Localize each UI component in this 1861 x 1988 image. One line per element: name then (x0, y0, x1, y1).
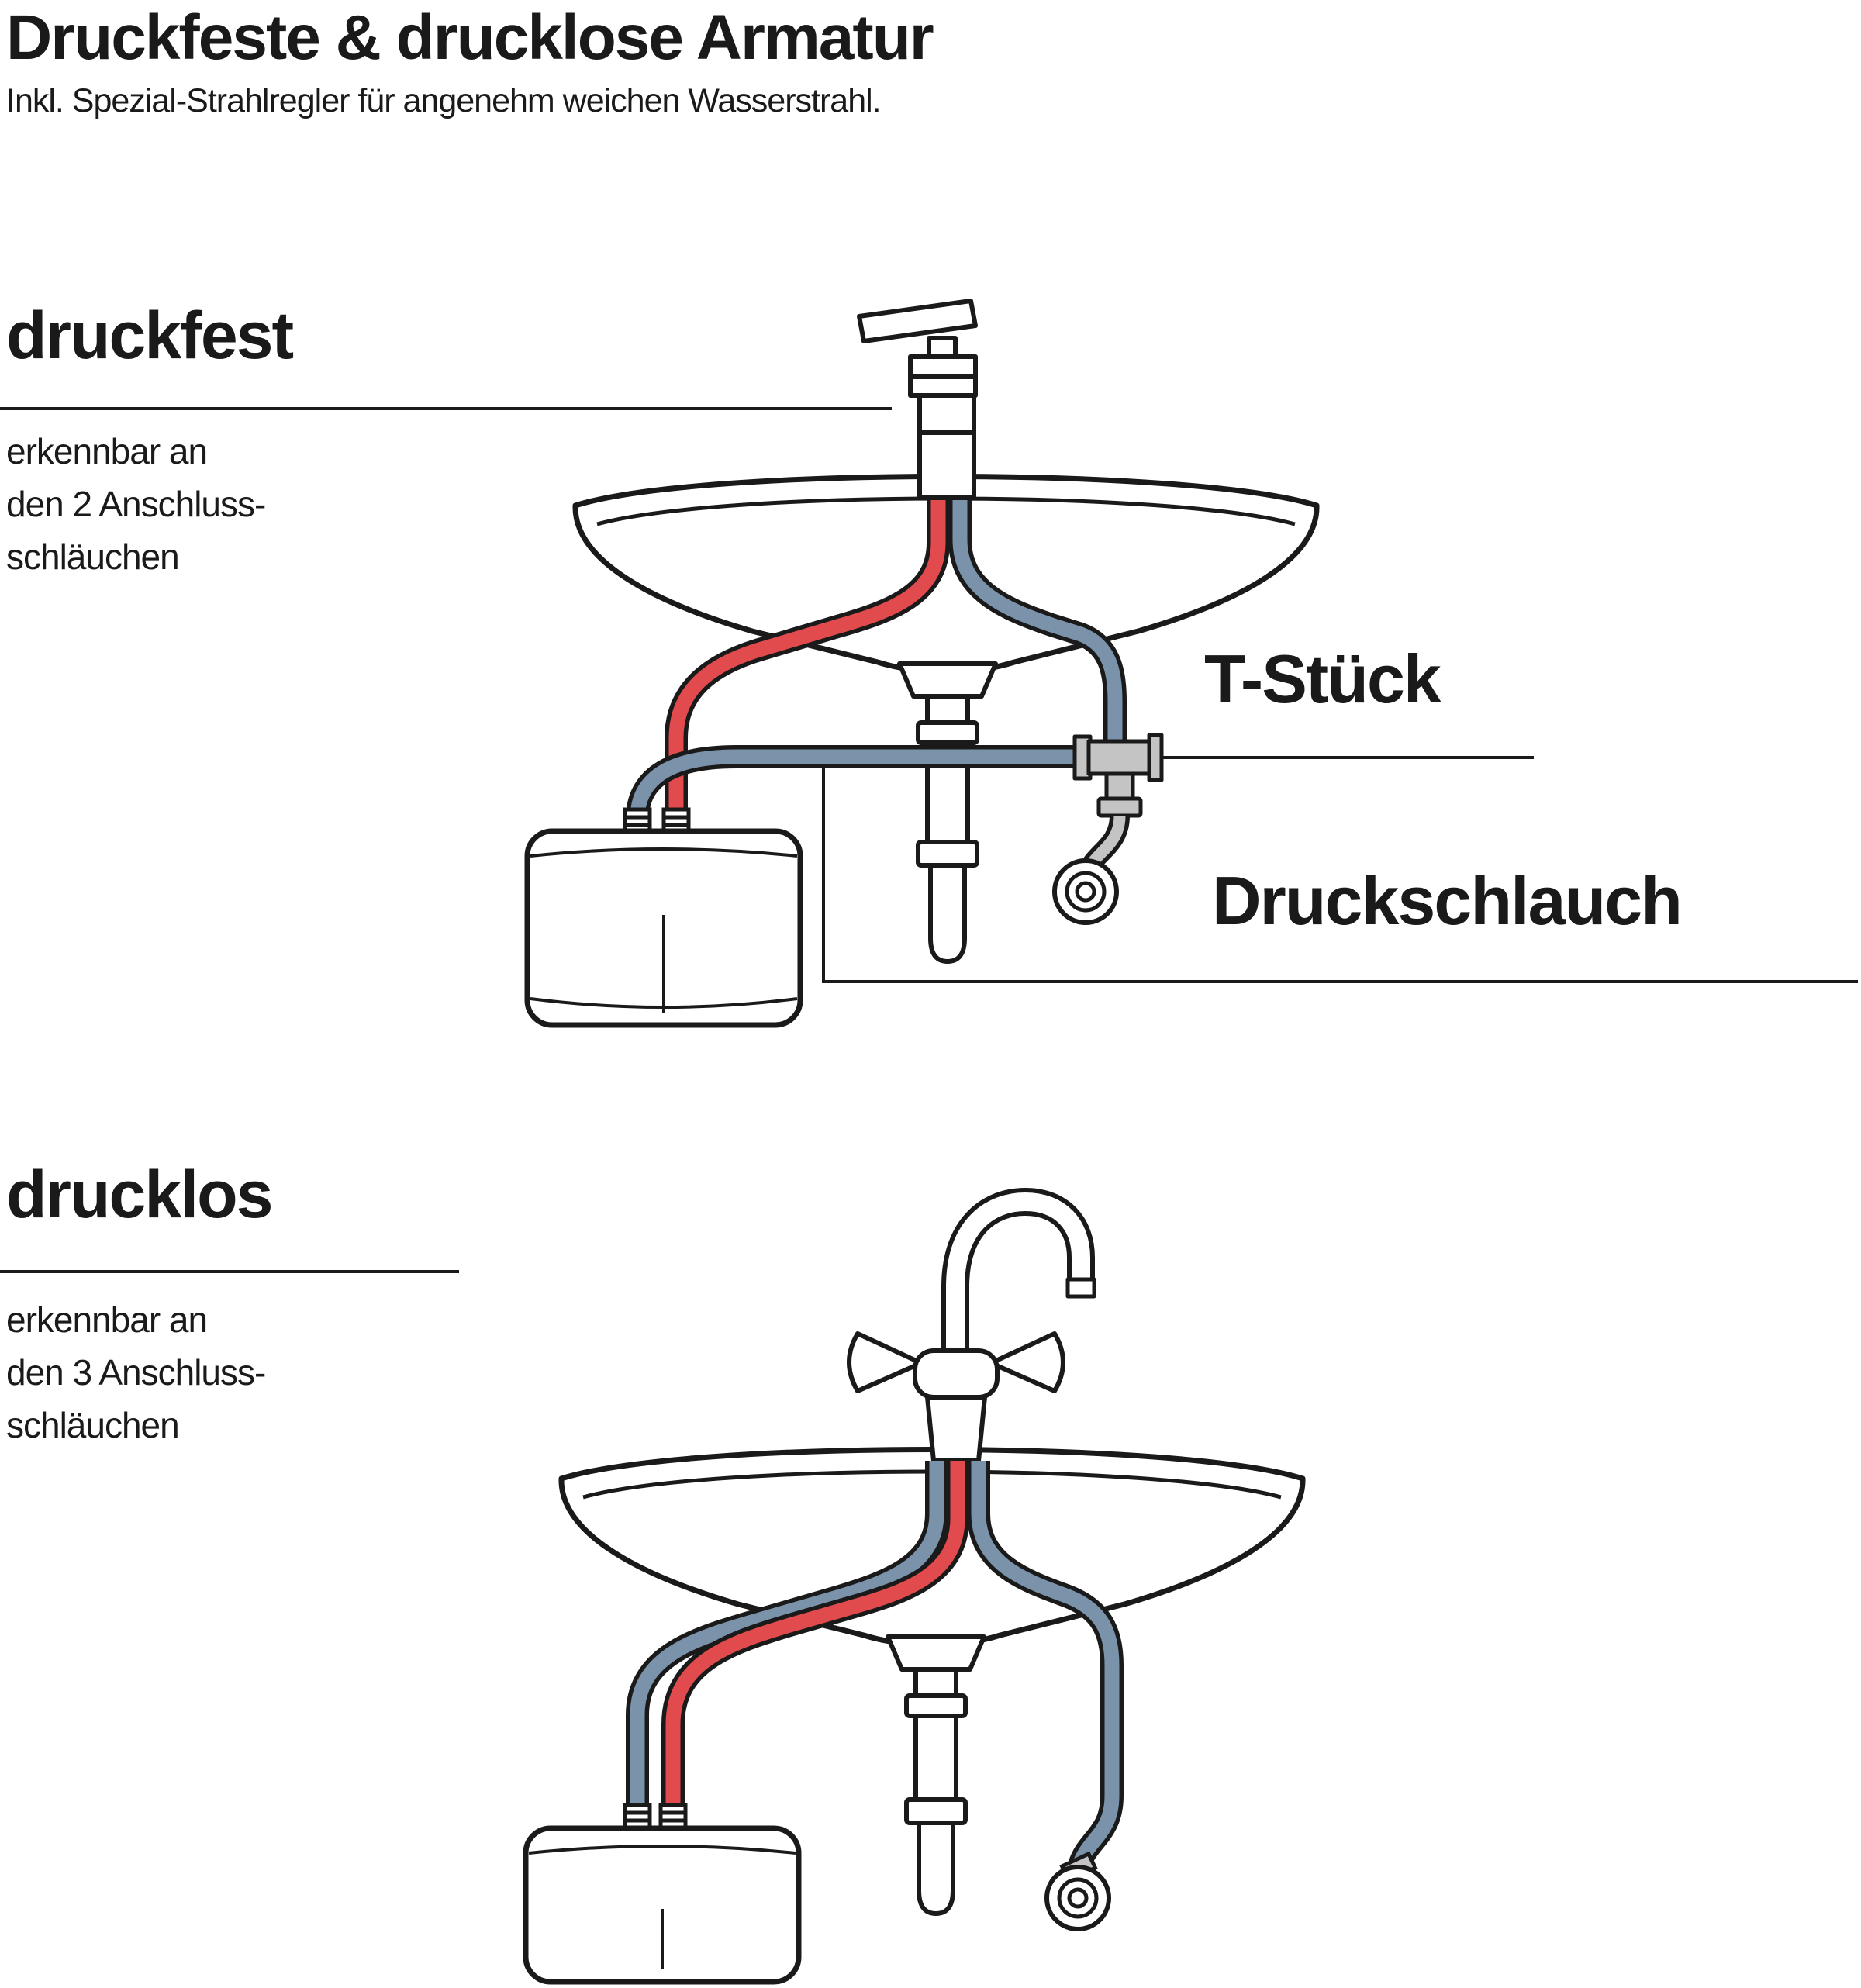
heater-nipple (658, 1803, 688, 1831)
section-heading-druckfest: druckfest (6, 299, 294, 373)
pipe-coupling (904, 1693, 968, 1718)
wall-connection-1 (1052, 858, 1119, 925)
heater-top-seam (530, 847, 798, 858)
description-line: erkennbar an (6, 431, 208, 471)
pipe-coupling (904, 1797, 968, 1825)
tee-nut (1096, 796, 1143, 818)
pipe-segment (913, 1667, 958, 1698)
pipe-segment (925, 694, 970, 725)
supply-hose (971, 1461, 1120, 1869)
diagram-druckfest (524, 299, 1320, 1028)
tee-end-cap (1147, 733, 1164, 782)
heater-top-seam (528, 1845, 796, 1855)
hot-water-hose (668, 434, 946, 819)
basin-outline (572, 474, 1320, 675)
druckfest-description: erkennbar an den 2 Anschluss- schläuchen (6, 425, 266, 583)
pipe-segment (913, 1714, 958, 1802)
pressure-hose (630, 749, 1096, 820)
handle-left (847, 1331, 924, 1393)
pressure-hose-outline (626, 745, 1096, 820)
drain-trap-2 (886, 1634, 986, 1916)
description-line: den 2 Anschluss- (6, 484, 266, 524)
pipe-coupling (916, 840, 979, 868)
annotation-lines (0, 407, 1858, 1273)
t-piece-fitting (1072, 733, 1164, 818)
hot-hose (665, 1461, 965, 1814)
wall-flange-inner (1075, 881, 1096, 903)
faucet-base (917, 393, 976, 500)
drain-trap-1 (897, 661, 998, 964)
faucet-body (913, 1348, 1000, 1400)
heater-connections-2 (623, 1803, 688, 1831)
cold-water-hose (952, 434, 1123, 751)
cold-hose-left (630, 1461, 944, 1814)
water-heater-2 (523, 1825, 802, 1985)
pipe-coupling (916, 720, 979, 745)
label-t-stueck: T-Stück (1204, 640, 1441, 717)
description-line: den 3 Anschluss- (6, 1352, 266, 1393)
druckschlauch-pointer-line (822, 766, 1858, 983)
drain-flange (886, 1634, 986, 1672)
faucet-lever (857, 299, 978, 343)
drain-flange (897, 661, 998, 699)
page-subtitle: Inkl. Spezial-Strahlregler für angenehm … (6, 82, 882, 119)
description-line: schläuchen (6, 1405, 180, 1445)
description-line: schläuchen (6, 537, 180, 577)
label-druckschlauch: Druckschlauch (1212, 862, 1683, 939)
heater-body (523, 1825, 802, 1985)
pipe-segment (928, 863, 967, 964)
description-line: erkennbar an (6, 1299, 208, 1340)
diagram-drucklos (523, 1188, 1306, 1985)
faucet-neck (927, 336, 958, 359)
handle-right (989, 1331, 1065, 1393)
spout-fill (946, 1192, 1090, 1396)
water-heater-1 (524, 828, 803, 1028)
faucet-base (925, 1395, 987, 1463)
heater-nipple (623, 1803, 652, 1831)
wall-connection-2 (1044, 1865, 1111, 1931)
wall-flange-inner (1067, 1887, 1089, 1909)
section-heading-drucklos: drucklos (6, 1158, 273, 1232)
tee-down-arm (1104, 771, 1135, 801)
drucklos-description: erkennbar an den 3 Anschluss- schläuchen (6, 1293, 266, 1451)
page-title: Druckfeste & drucklose Armatur (6, 2, 934, 73)
spout-aerator (1065, 1277, 1096, 1299)
flex-hose (1086, 815, 1126, 868)
faucet-compact (857, 299, 978, 500)
tee-body (1086, 739, 1158, 776)
pipe-segment (917, 1821, 955, 1916)
washbasin-1 (572, 474, 1320, 675)
faucet-classic (847, 1188, 1096, 1463)
